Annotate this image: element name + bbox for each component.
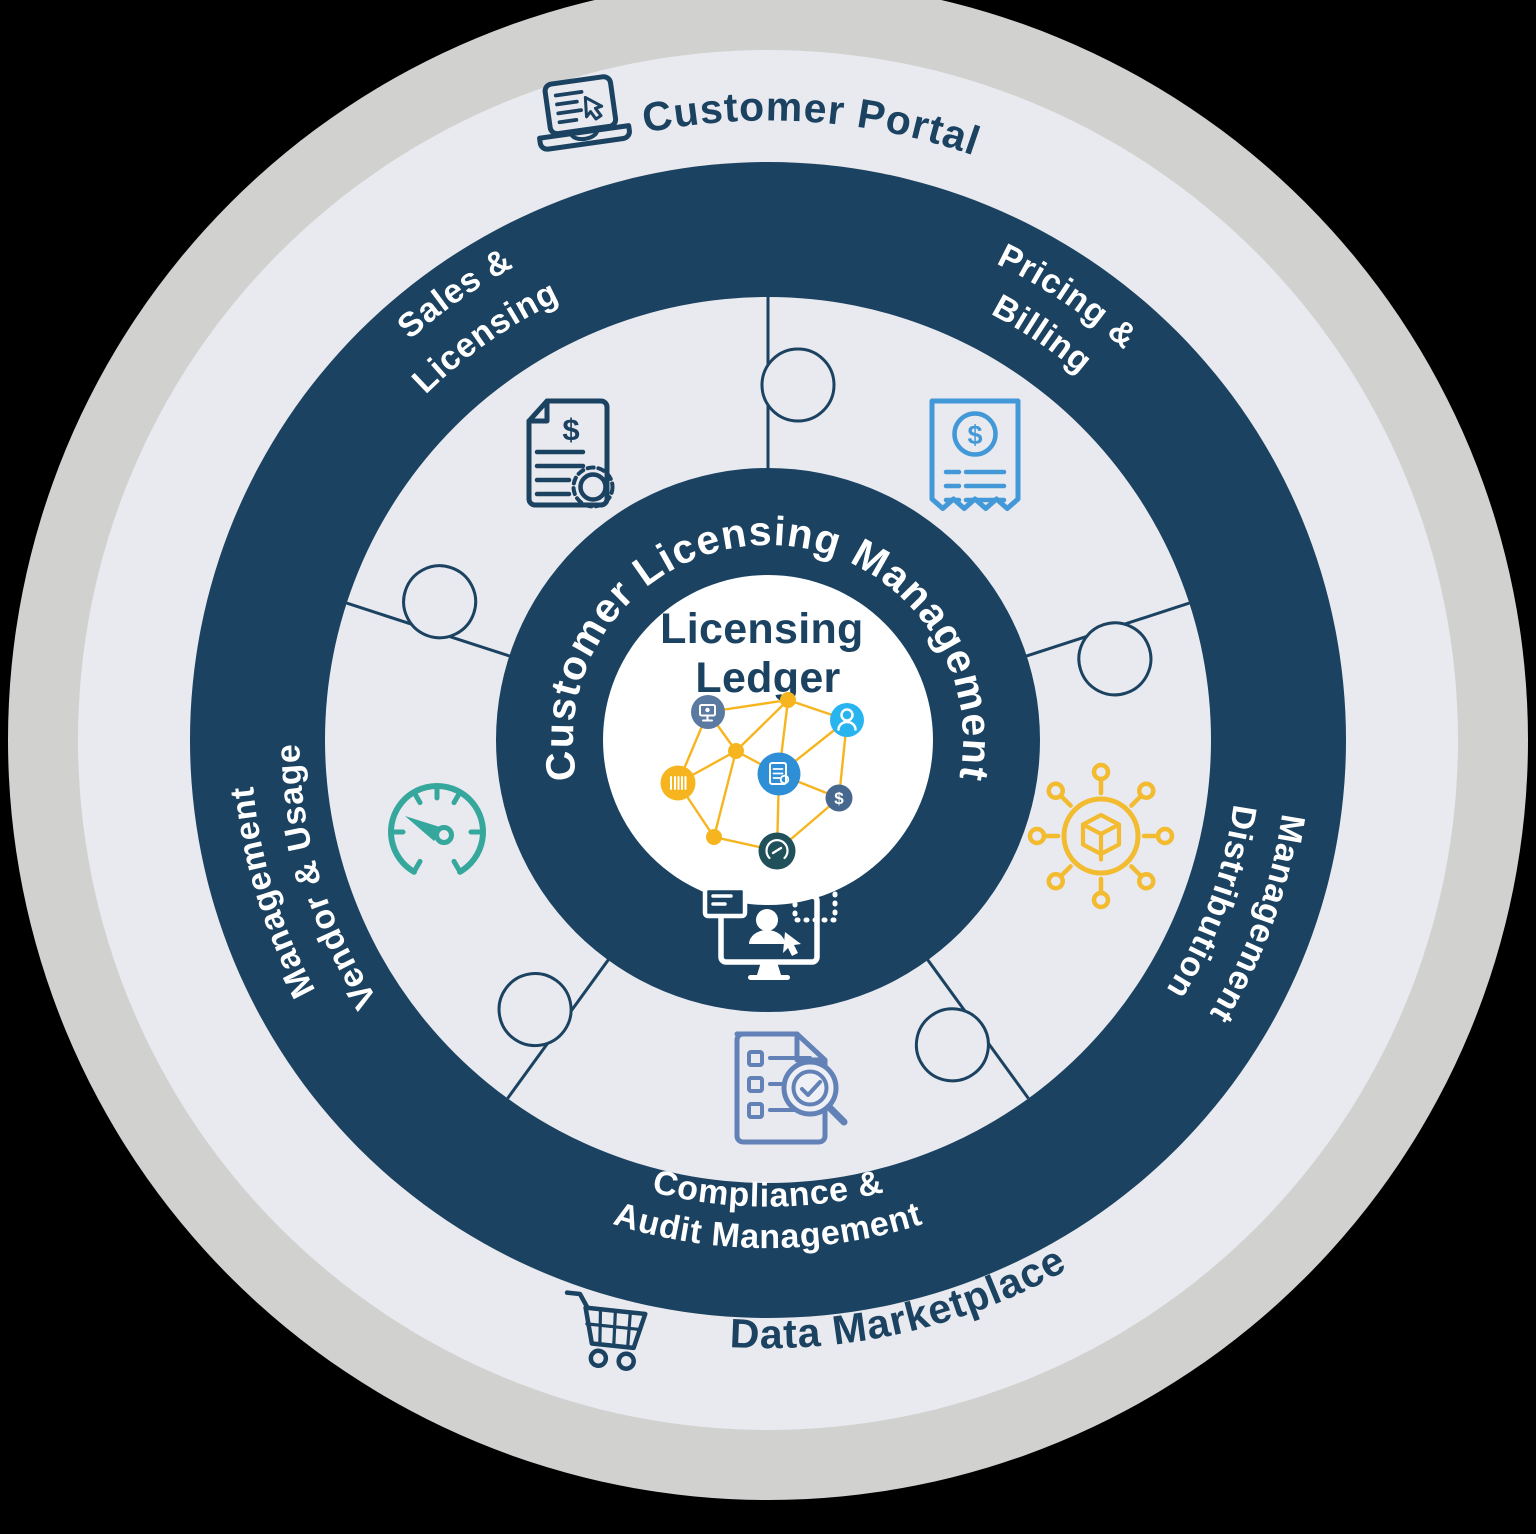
network-node-screen — [691, 695, 725, 729]
network-node-dollar: $ — [825, 784, 853, 812]
certificate-dollar: $ — [562, 412, 579, 447]
puzzle-divider — [914, 957, 1030, 1100]
invoice-receipt-icon: $ — [929, 398, 1021, 511]
invoice-dollar: $ — [967, 420, 982, 450]
network-edges — [676, 698, 849, 853]
network-node-user — [830, 703, 864, 737]
center-title: Licensing Ledger — [660, 605, 876, 702]
center-title-line2: Ledger — [695, 654, 840, 702]
center-title-line1: Licensing — [660, 605, 863, 653]
ledger-network-icon: $ — [660, 692, 864, 870]
puzzle-divider — [497, 957, 611, 1100]
network-dollar: $ — [834, 789, 844, 808]
shopping-cart-icon — [564, 1290, 648, 1371]
package-distribution-icon — [1027, 762, 1175, 910]
puzzle-divider — [346, 564, 512, 658]
network-dot — [728, 743, 744, 759]
customer-screen-icon — [702, 877, 838, 980]
license-certificate-icon: $ — [526, 398, 615, 509]
network-dot — [706, 829, 722, 845]
puzzle-dividers — [346, 297, 1190, 1100]
puzzle-divider — [1024, 601, 1190, 697]
network-dot — [780, 692, 796, 708]
network-node-gauge — [758, 832, 796, 870]
center-white-circle — [603, 575, 933, 905]
network-node-license — [757, 752, 801, 796]
laptop-browser-icon — [537, 74, 632, 152]
distribution-spokes — [1027, 762, 1175, 910]
cursor-arrow — [783, 932, 801, 956]
usage-gauge-icon — [388, 783, 486, 875]
network-node-barcode — [660, 765, 696, 801]
puzzle-divider — [760, 297, 836, 470]
audit-checklist-magnifier-icon — [734, 1031, 848, 1145]
card-shape — [702, 885, 748, 919]
